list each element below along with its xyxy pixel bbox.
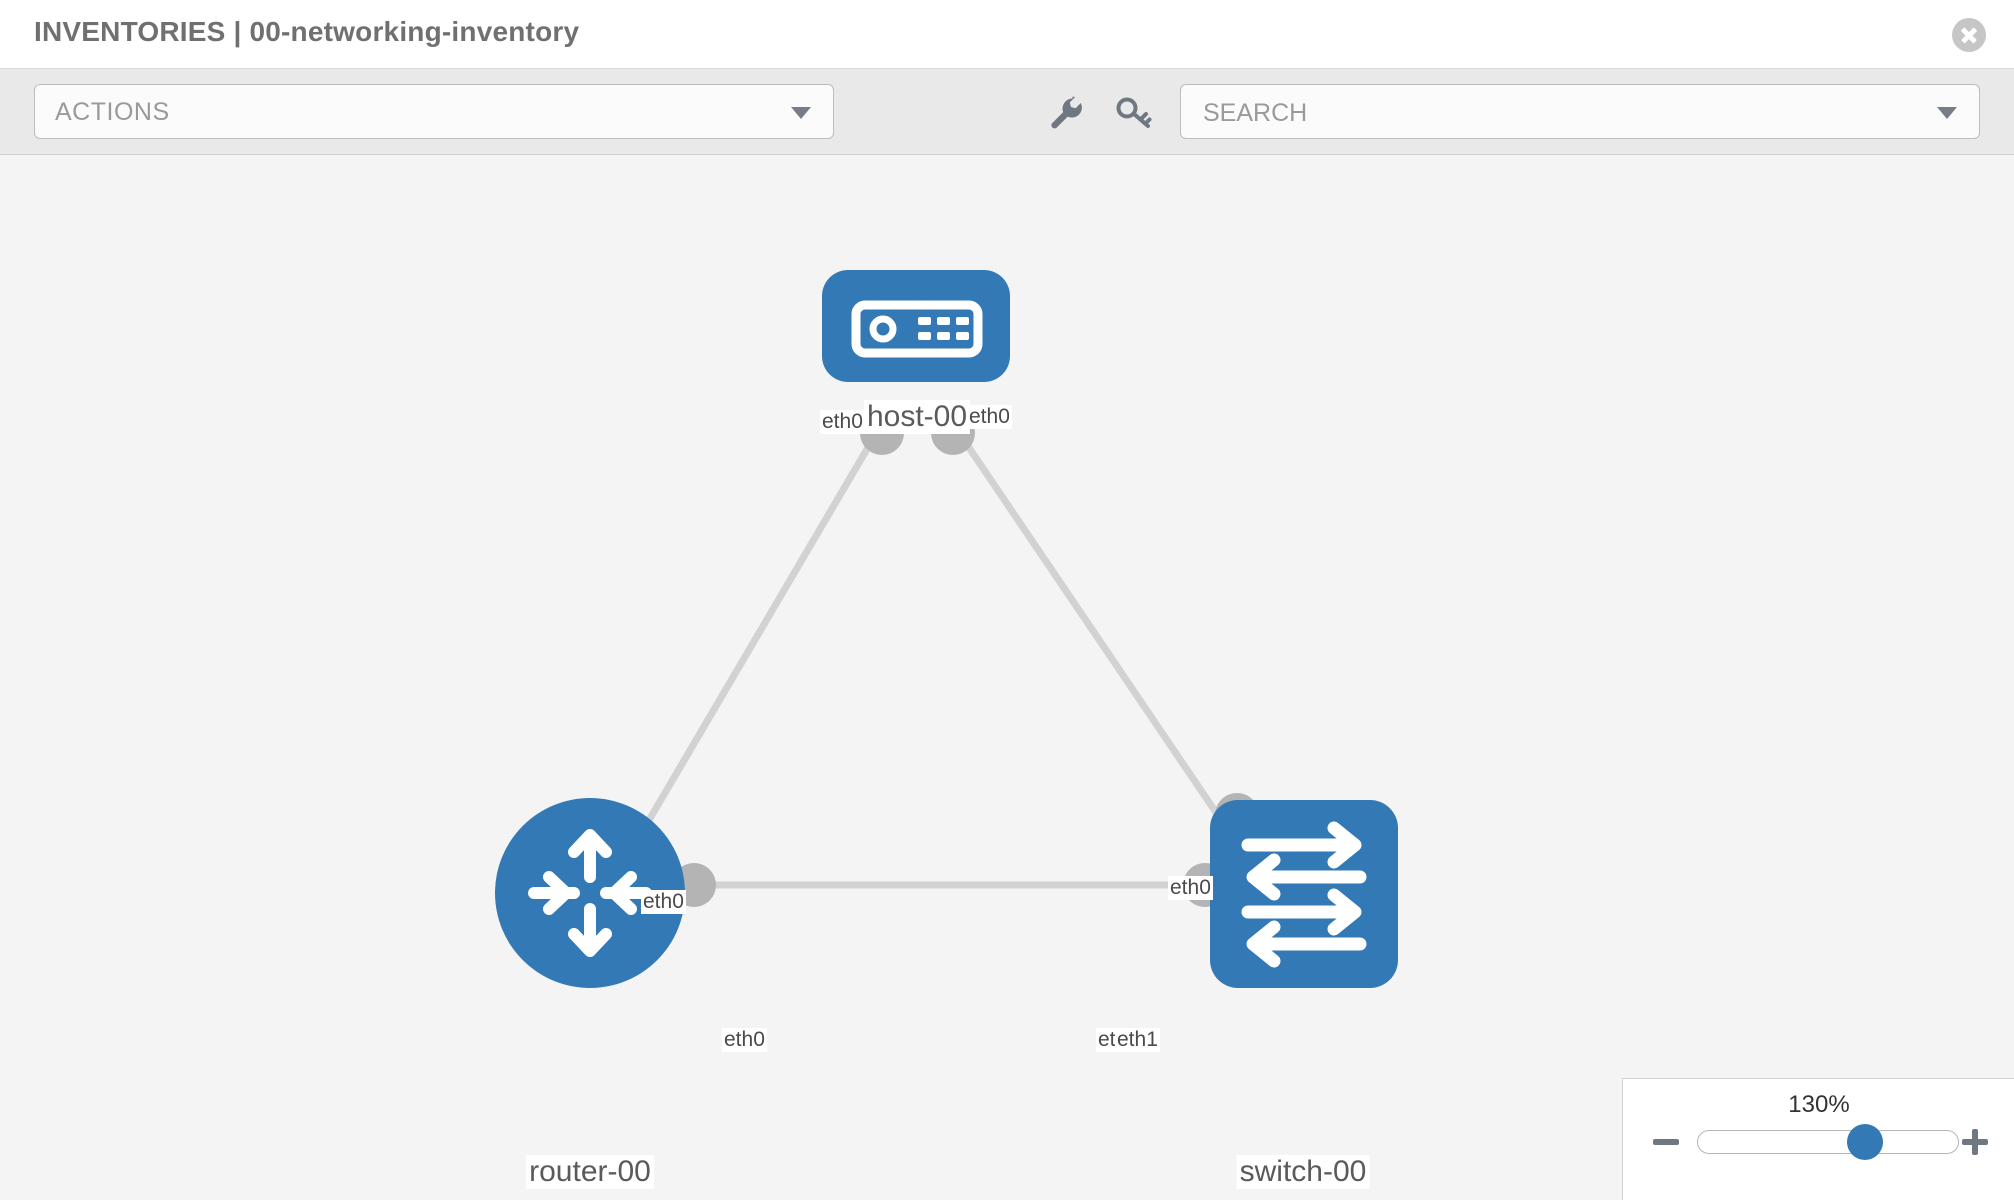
node-label-switch-00: switch-00 [1236,1155,1370,1189]
key-icon[interactable] [1114,93,1154,133]
port-connectors [672,411,1259,907]
topology-canvas[interactable]: host-00 router-00 switch-00 eth0 eth0 et… [0,155,2014,1200]
zoom-level-value: 130% [1788,1091,1850,1118]
port-label-switch-host: eth0 [1168,876,1213,900]
chevron-down-icon[interactable] [1937,107,1957,119]
search-input[interactable] [1201,97,1905,129]
port-label-host-switch: eth0 [967,405,1012,429]
node-switch-00[interactable] [1210,800,1398,988]
topology-graph [495,270,1398,988]
port-label-router-switch: eth0 [722,1028,767,1052]
node-host-00[interactable] [822,270,1010,382]
zoom-slider-thumb[interactable] [1847,1124,1883,1160]
link-host-router [621,425,884,863]
actions-dropdown[interactable]: ACTIONS [34,84,834,139]
close-icon[interactable] [1952,18,1986,52]
zoom-slider-track[interactable] [1697,1130,1959,1154]
port-label-host-router: eth0 [820,410,865,434]
page-title: INVENTORIES | 00-networking-inventory [34,16,580,47]
wrench-icon[interactable] [1046,93,1086,133]
actions-dropdown-label: ACTIONS [55,98,170,126]
port-label-switch-router: eth1 [1115,1028,1160,1052]
zoom-control-panel: 130% [1622,1078,2014,1200]
port-label-router-host: eth0 [641,890,686,914]
node-label-host-00: host-00 [863,400,971,434]
toolbar: ACTIONS [0,69,2014,155]
link-host-switch [952,425,1241,847]
minus-icon[interactable] [1653,1127,1683,1157]
page-header: INVENTORIES | 00-networking-inventory [0,0,2014,69]
chevron-down-icon [791,107,811,119]
node-router-00[interactable] [495,798,685,988]
plus-icon[interactable] [1962,1127,1992,1157]
node-label-router-00: router-00 [526,1155,654,1189]
search-field[interactable] [1180,84,1980,139]
